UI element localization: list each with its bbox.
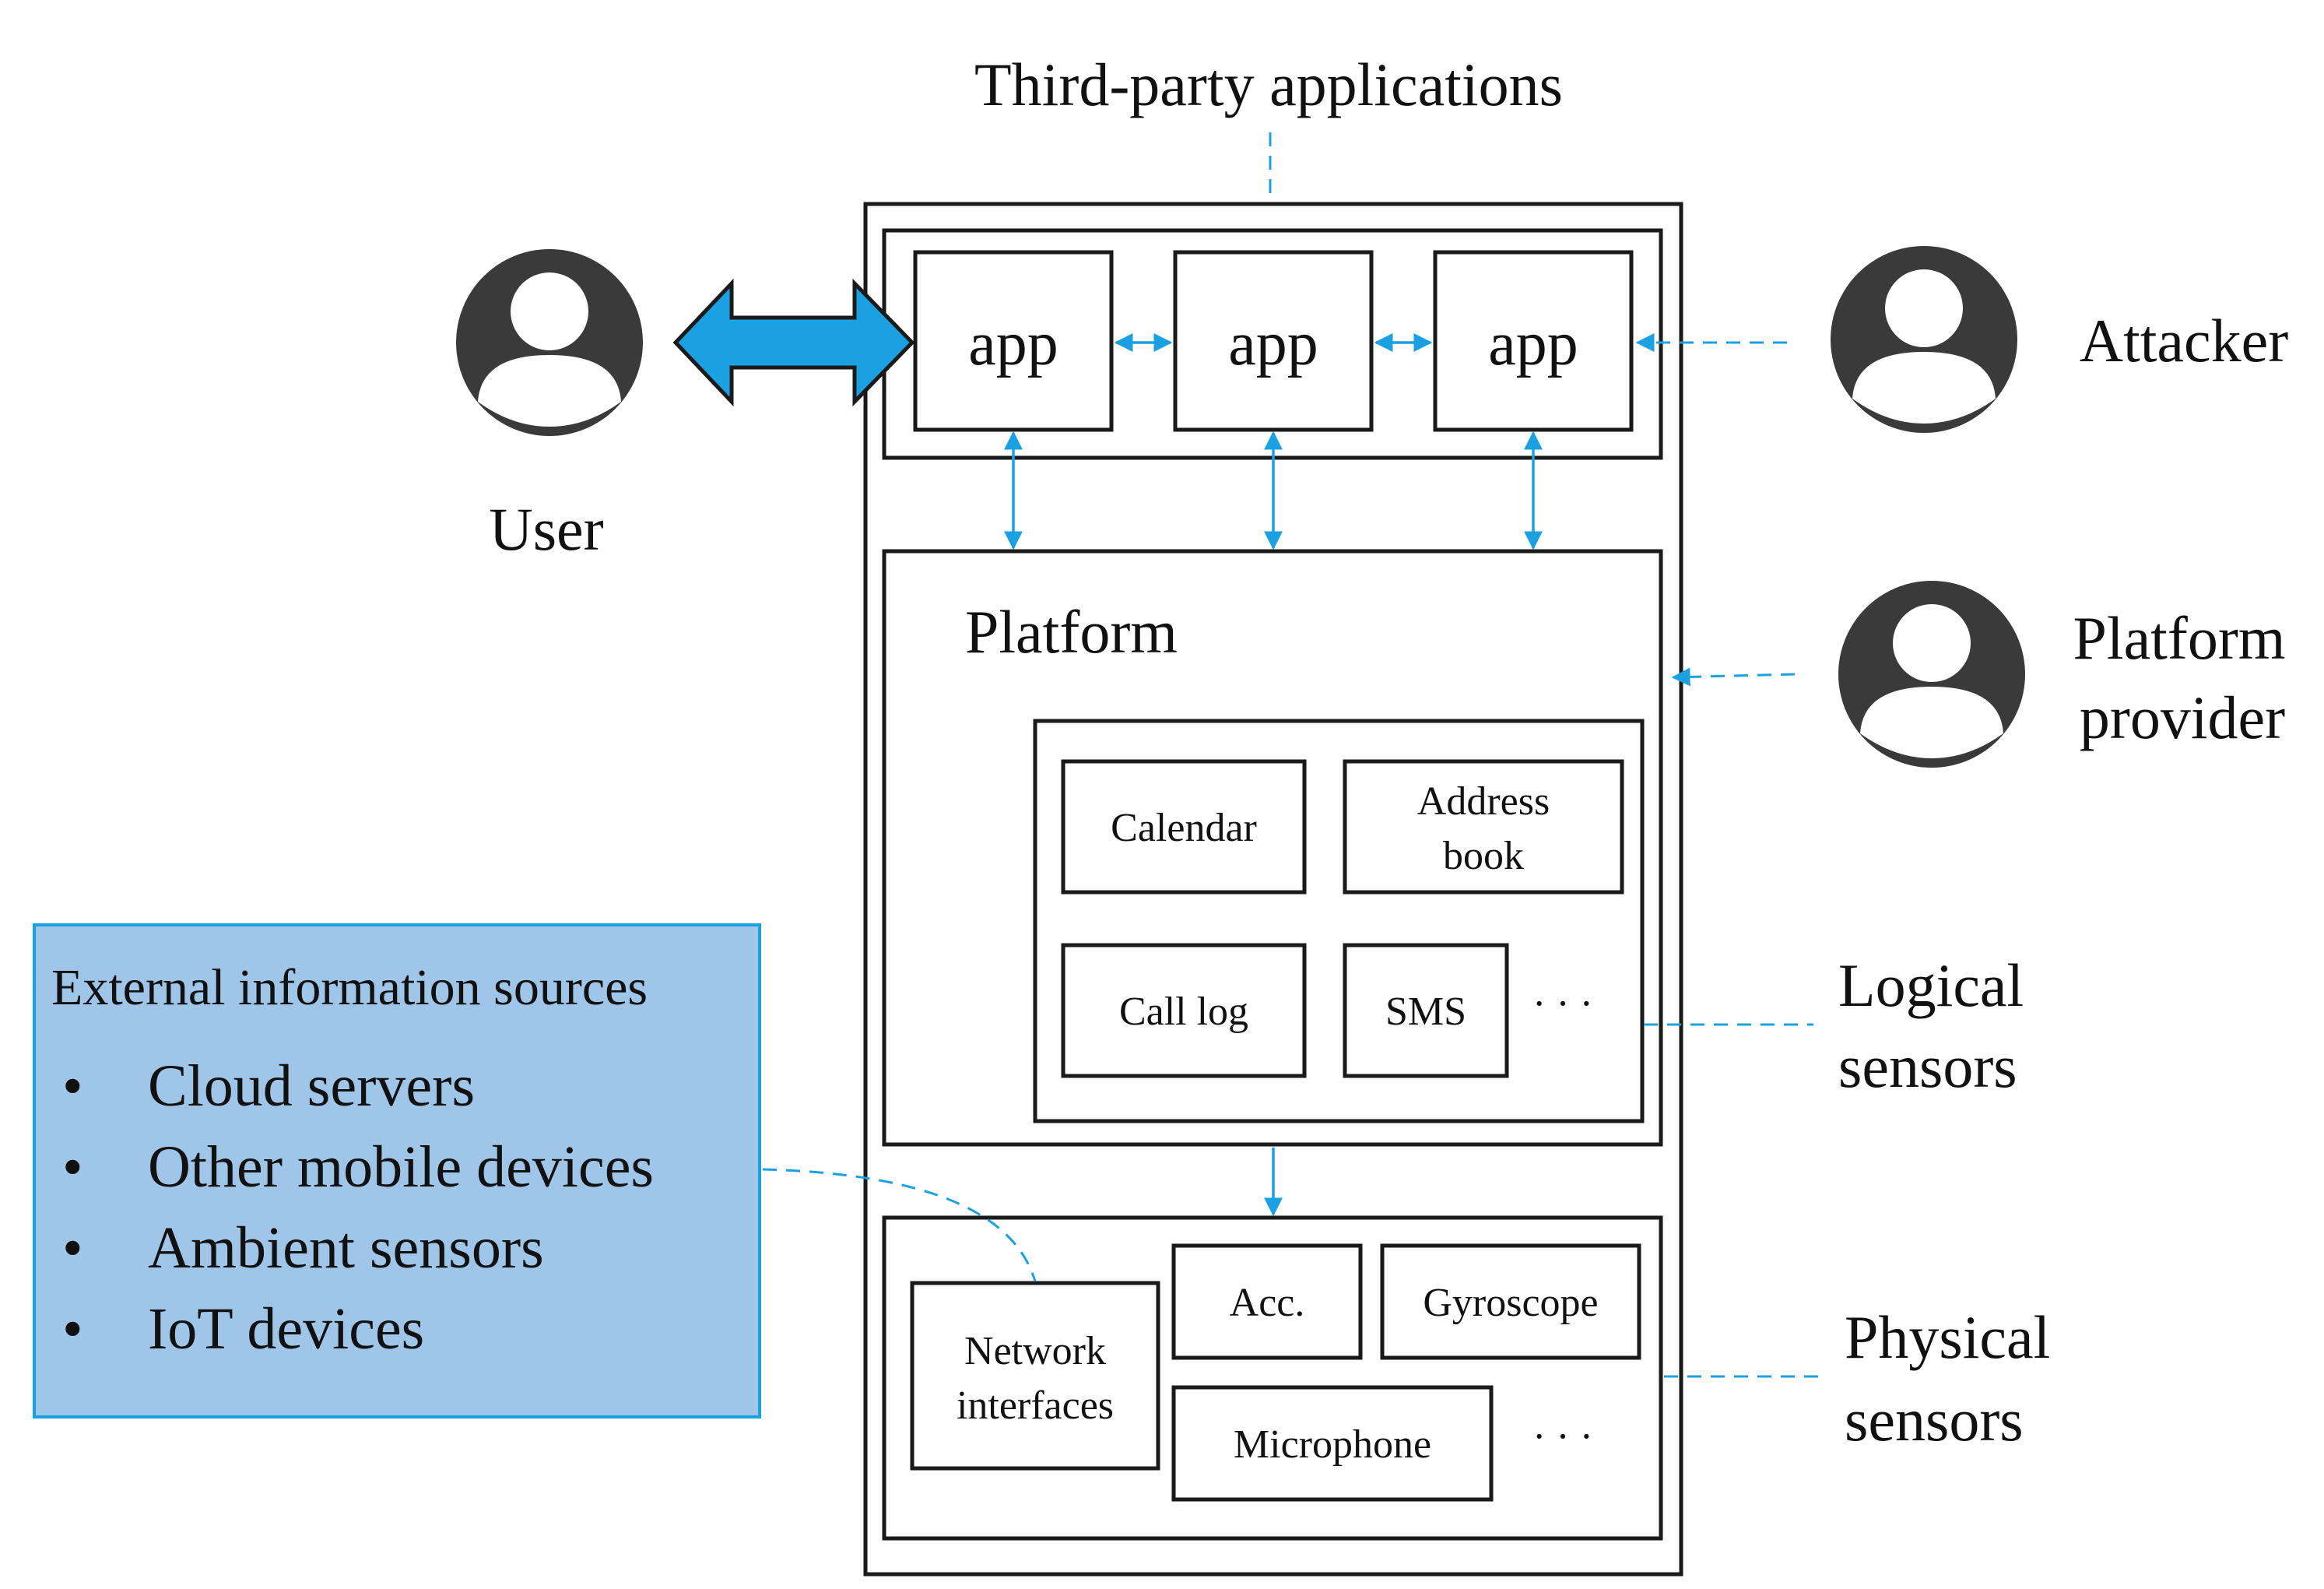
app-box-2[interactable]: app <box>1173 250 1374 432</box>
platform-provider-label-line2: provider <box>2080 684 2285 751</box>
network-label-line2: interfaces <box>957 1383 1114 1428</box>
calendar-box[interactable]: Calendar <box>1061 759 1307 895</box>
acc-label: Acc. <box>1230 1281 1305 1325</box>
microphone-label: Microphone <box>1234 1422 1431 1467</box>
platform-provider-icon <box>1838 581 2025 768</box>
external-item-cloud-servers: Cloud servers <box>148 1053 475 1119</box>
external-to-network-dashed-connector <box>762 1168 1037 1282</box>
external-bullet-2: • <box>62 1134 83 1200</box>
external-item-other-mobile-devices: Other mobile devices <box>148 1134 654 1200</box>
network-interfaces-box[interactable]: Network interfaces <box>910 1281 1160 1471</box>
user-app-double-arrow <box>672 278 915 407</box>
user-icon <box>456 249 643 436</box>
attacker-label: Attacker <box>2080 307 2289 374</box>
app-label-1: app <box>968 310 1058 378</box>
external-item-iot-devices: IoT devices <box>148 1296 424 1362</box>
address-book-label-line2: book <box>1443 834 1524 878</box>
platform-provider-dashed-arrow <box>1671 667 1796 687</box>
platform-provider-label-line1: Platform <box>2073 604 2286 672</box>
gyroscope-box[interactable]: Gyroscope <box>1380 1243 1641 1360</box>
external-bullet-4: • <box>62 1296 83 1362</box>
attacker-icon <box>1831 246 2017 433</box>
address-book-box[interactable]: Address book <box>1343 759 1624 895</box>
external-bullet-1: • <box>62 1053 83 1119</box>
microphone-box[interactable]: Microphone <box>1171 1385 1494 1502</box>
sms-box[interactable]: SMS <box>1343 943 1509 1078</box>
app-box-1[interactable]: app <box>913 250 1114 432</box>
physical-ellipsis: · · · <box>1532 1415 1593 1459</box>
logical-ellipsis: · · · <box>1532 982 1593 1026</box>
attacker-actor[interactable]: Attacker <box>1831 246 2288 433</box>
address-book-label-line1: Address <box>1417 779 1550 824</box>
user-actor[interactable]: User <box>456 249 643 563</box>
external-sources-box: External information sources • Cloud ser… <box>33 923 761 1418</box>
logical-sensors-label-line1: Logical <box>1838 951 2024 1019</box>
platform-provider-actor[interactable]: Platform provider <box>1838 581 2285 768</box>
user-label: User <box>489 495 603 563</box>
acc-box[interactable]: Acc. <box>1171 1243 1363 1360</box>
call-log-label: Call log <box>1119 990 1248 1034</box>
external-bullet-3: • <box>62 1215 83 1281</box>
app-label-3: app <box>1488 310 1578 378</box>
external-sources-title: External information sources <box>51 959 648 1016</box>
third-party-title: Third-party applications <box>974 51 1563 118</box>
app-label-2: app <box>1228 310 1318 378</box>
app-box-3[interactable]: app <box>1433 250 1634 432</box>
external-item-ambient-sensors: Ambient sensors <box>148 1215 544 1281</box>
physical-sensors-label-line2: sensors <box>1845 1386 2024 1454</box>
logical-sensors-label-line2: sensors <box>1838 1032 2017 1100</box>
physical-sensors-label-line1: Physical <box>1845 1303 2050 1371</box>
calendar-label: Calendar <box>1111 806 1257 850</box>
platform-label: Platform <box>965 598 1178 666</box>
network-label-line1: Network <box>964 1329 1106 1373</box>
gyroscope-label: Gyroscope <box>1423 1281 1598 1325</box>
call-log-box[interactable]: Call log <box>1061 943 1307 1078</box>
sms-label: SMS <box>1385 990 1466 1034</box>
